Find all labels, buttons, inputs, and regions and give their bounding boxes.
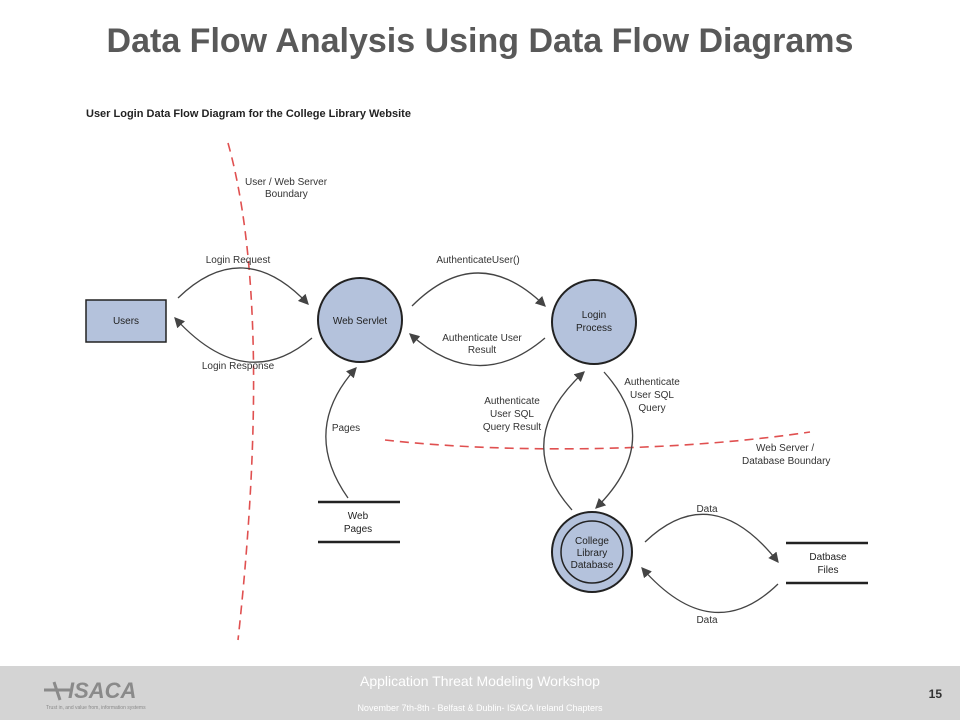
auth-sql-query-label-3: Query <box>638 403 665 414</box>
auth-sql-query-label-2: User SQL <box>630 390 674 401</box>
footer-subtitle: November 7th-8th - Belfast & Dublin- ISA… <box>357 703 603 713</box>
database-files-label-2: Files <box>817 565 838 576</box>
users-entity <box>85 299 167 343</box>
auth-sql-query-result-label-1: Authenticate <box>484 396 540 407</box>
authenticate-user-label: AuthenticateUser() <box>436 255 519 266</box>
web-pages-label-2: Pages <box>344 524 372 535</box>
auth-sql-query-label-1: Authenticate <box>624 377 680 388</box>
data-in-label: Data <box>696 615 718 626</box>
web-servlet-label: Web Servlet <box>333 316 388 327</box>
authenticate-user-result-label-2: Result <box>468 345 497 356</box>
login-request-arrow <box>177 267 309 305</box>
boundary-label-web-db-2: Database Boundary <box>742 456 830 467</box>
user-web-boundary <box>227 142 255 641</box>
login-response-label: Login Response <box>202 361 275 372</box>
college-database-process <box>551 511 633 593</box>
auth-sql-query-result-label-2: User SQL <box>490 409 534 420</box>
login-response-arrow <box>174 317 313 363</box>
web-pages-label-1: Web <box>348 511 369 522</box>
auth-sql-query-result-label-3: Query Result <box>483 422 542 433</box>
auth-sql-query-arrow <box>595 371 634 509</box>
authenticate-user-result-label-1: Authenticate User <box>442 333 522 344</box>
users-label: Users <box>113 316 139 327</box>
college-db-label-2: Library <box>577 548 608 559</box>
boundary-label-user-web-2: Boundary <box>265 189 308 200</box>
authenticate-user-result-arrow <box>409 333 546 367</box>
login-process-label-1: Login <box>582 310 606 321</box>
data-out-arrow <box>644 513 779 564</box>
page-number: 15 <box>928 687 942 701</box>
slide-title: Data Flow Analysis Using Data Flow Diagr… <box>106 22 854 60</box>
svg-text:Trust in, and value from, info: Trust in, and value from, information sy… <box>46 705 146 711</box>
database-files-label-1: Datbase <box>809 552 847 563</box>
data-in-arrow <box>641 567 779 614</box>
login-process-label-2: Process <box>576 323 612 334</box>
login-process <box>551 279 637 365</box>
diagram-title: User Login Data Flow Diagram for the Col… <box>86 108 411 120</box>
authenticate-user-arrow <box>411 272 546 307</box>
login-request-label: Login Request <box>206 255 271 266</box>
isaca-logo: ISACA Trust in, and value from, informat… <box>44 678 146 711</box>
web-db-boundary <box>384 431 811 450</box>
auth-sql-query-result-arrow <box>543 371 585 511</box>
boundary-label-user-web-1: User / Web Server <box>245 177 328 188</box>
college-db-label-1: College <box>575 536 609 547</box>
footer-workshop-title: Application Threat Modeling Workshop <box>360 673 600 689</box>
data-flow-diagram: User Login Data Flow Diagram for the Col… <box>85 108 868 641</box>
data-out-label: Data <box>696 504 718 515</box>
footer-bar: ISACA Trust in, and value from, informat… <box>0 666 960 720</box>
college-database-inner-ring <box>560 520 624 584</box>
pages-arrow <box>325 367 357 499</box>
pages-label: Pages <box>332 423 360 434</box>
web-servlet-process <box>317 277 403 363</box>
boundary-label-web-db-1: Web Server / <box>756 443 814 454</box>
svg-text:ISACA: ISACA <box>68 678 136 703</box>
college-db-label-3: Database <box>571 560 614 571</box>
